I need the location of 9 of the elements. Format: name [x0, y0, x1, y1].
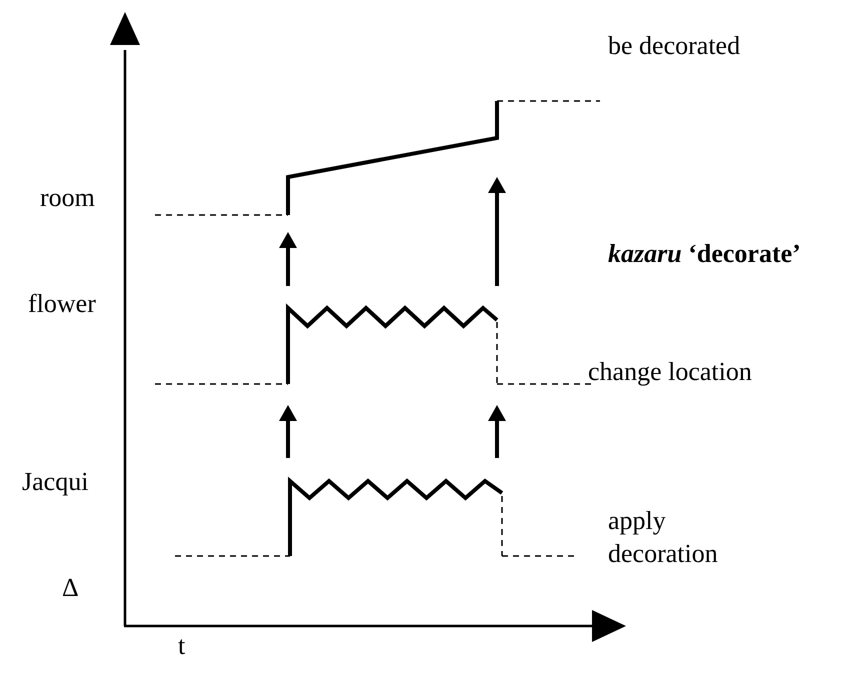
label-text: room [40, 182, 95, 214]
label-text: change location [588, 356, 752, 388]
label-text: kazaru ‘decorate’ [608, 238, 801, 270]
label-text: apply decoration [608, 505, 719, 570]
label-text: be decorated [608, 30, 740, 62]
label-text: Δ [62, 572, 79, 604]
label-text: flower [28, 288, 96, 320]
label-text: t [178, 630, 186, 662]
label-text: Jacqui [22, 466, 88, 498]
